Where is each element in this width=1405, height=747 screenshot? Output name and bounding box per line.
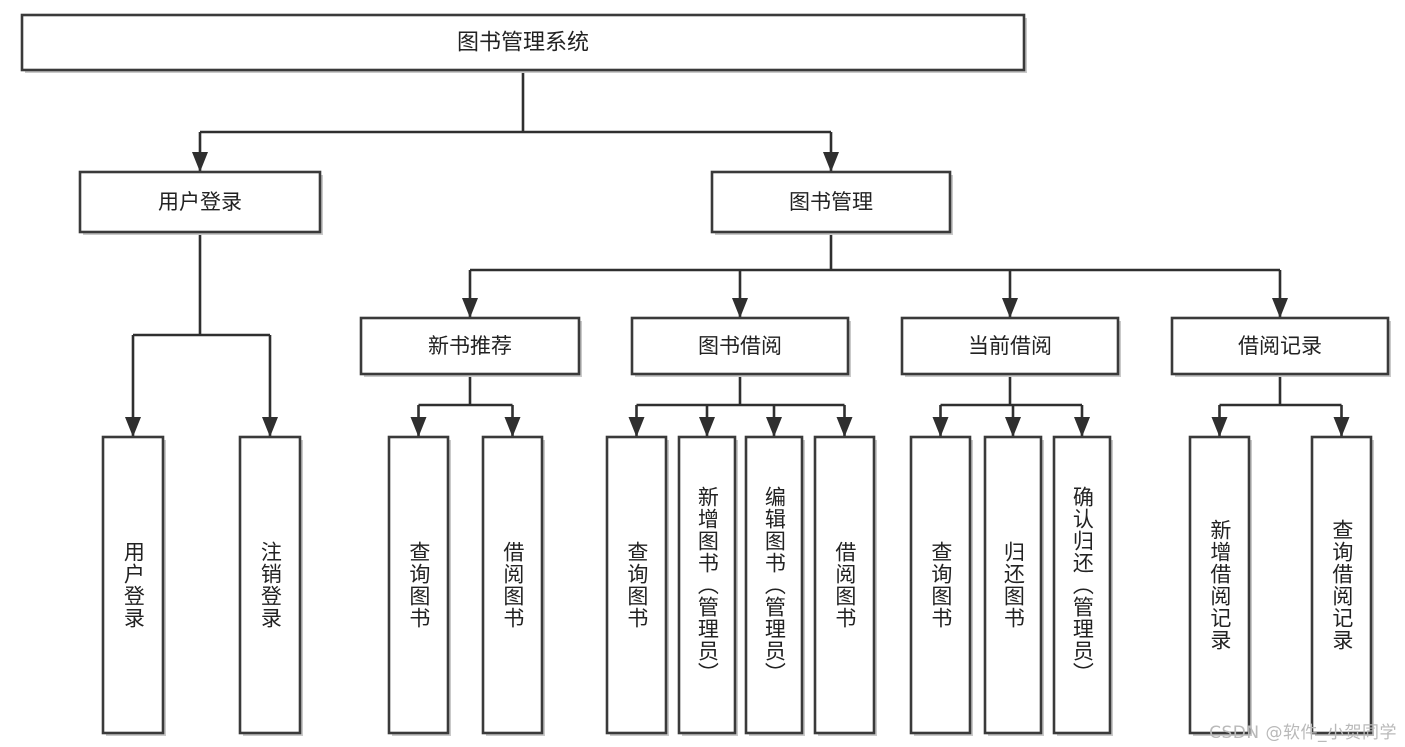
- node-leaf-borrow-book[interactable]: [813, 435, 877, 736]
- edge-group-book-borrow: [628, 374, 853, 437]
- node-leaf-confirm-return[interactable]: [1052, 435, 1113, 736]
- node-leaf-query-borrow-record[interactable]: [1310, 435, 1374, 736]
- watermark-text: CSDN @软件_小贺同学: [1209, 723, 1397, 743]
- edge-group-borrow-record: [1211, 374, 1350, 437]
- node-borrow-record[interactable]: 借阅记录: [1170, 316, 1391, 377]
- node-leaf-query-book-current[interactable]: [909, 435, 973, 736]
- edge-group-new-book-recommend: [410, 374, 521, 437]
- edge-group-root: [192, 70, 839, 172]
- node-user-login[interactable]: 用户登录: [78, 170, 323, 235]
- node-label-book-borrow: 图书借阅: [698, 334, 782, 358]
- node-leaf-user-logout[interactable]: [238, 435, 303, 736]
- edge-layer: [125, 70, 1350, 437]
- node-new-book-recommend[interactable]: 新书推荐: [359, 316, 582, 377]
- node-leaf-query-book-recommend[interactable]: [387, 435, 451, 736]
- node-leaf-add-borrow-record[interactable]: [1188, 435, 1252, 736]
- node-current-borrow[interactable]: 当前借阅: [900, 316, 1121, 377]
- node-label-borrow-record: 借阅记录: [1238, 334, 1322, 358]
- node-root[interactable]: 图书管理系统: [20, 13, 1027, 73]
- edge-group-current-borrow: [932, 374, 1090, 437]
- node-leaf-edit-book[interactable]: [744, 435, 805, 736]
- node-book-borrow[interactable]: 图书借阅: [630, 316, 851, 377]
- node-leaf-add-book[interactable]: [677, 435, 738, 736]
- node-label-user-login: 用户登录: [158, 190, 242, 214]
- node-label-root: 图书管理系统: [457, 31, 589, 56]
- node-label-book-manage: 图书管理: [789, 190, 873, 214]
- edge-group-book-manage: [462, 232, 1288, 318]
- node-leaf-return-book[interactable]: [983, 435, 1044, 736]
- node-label-current-borrow: 当前借阅: [968, 334, 1052, 358]
- node-book-manage[interactable]: 图书管理: [710, 170, 953, 235]
- node-label-new-book-recommend: 新书推荐: [428, 334, 512, 358]
- edge-group-user-login: [125, 232, 278, 437]
- node-leaf-borrow-book-recommend[interactable]: [481, 435, 545, 736]
- node-leaf-user-login[interactable]: [101, 435, 166, 736]
- node-leaf-query-book-borrow[interactable]: [605, 435, 669, 736]
